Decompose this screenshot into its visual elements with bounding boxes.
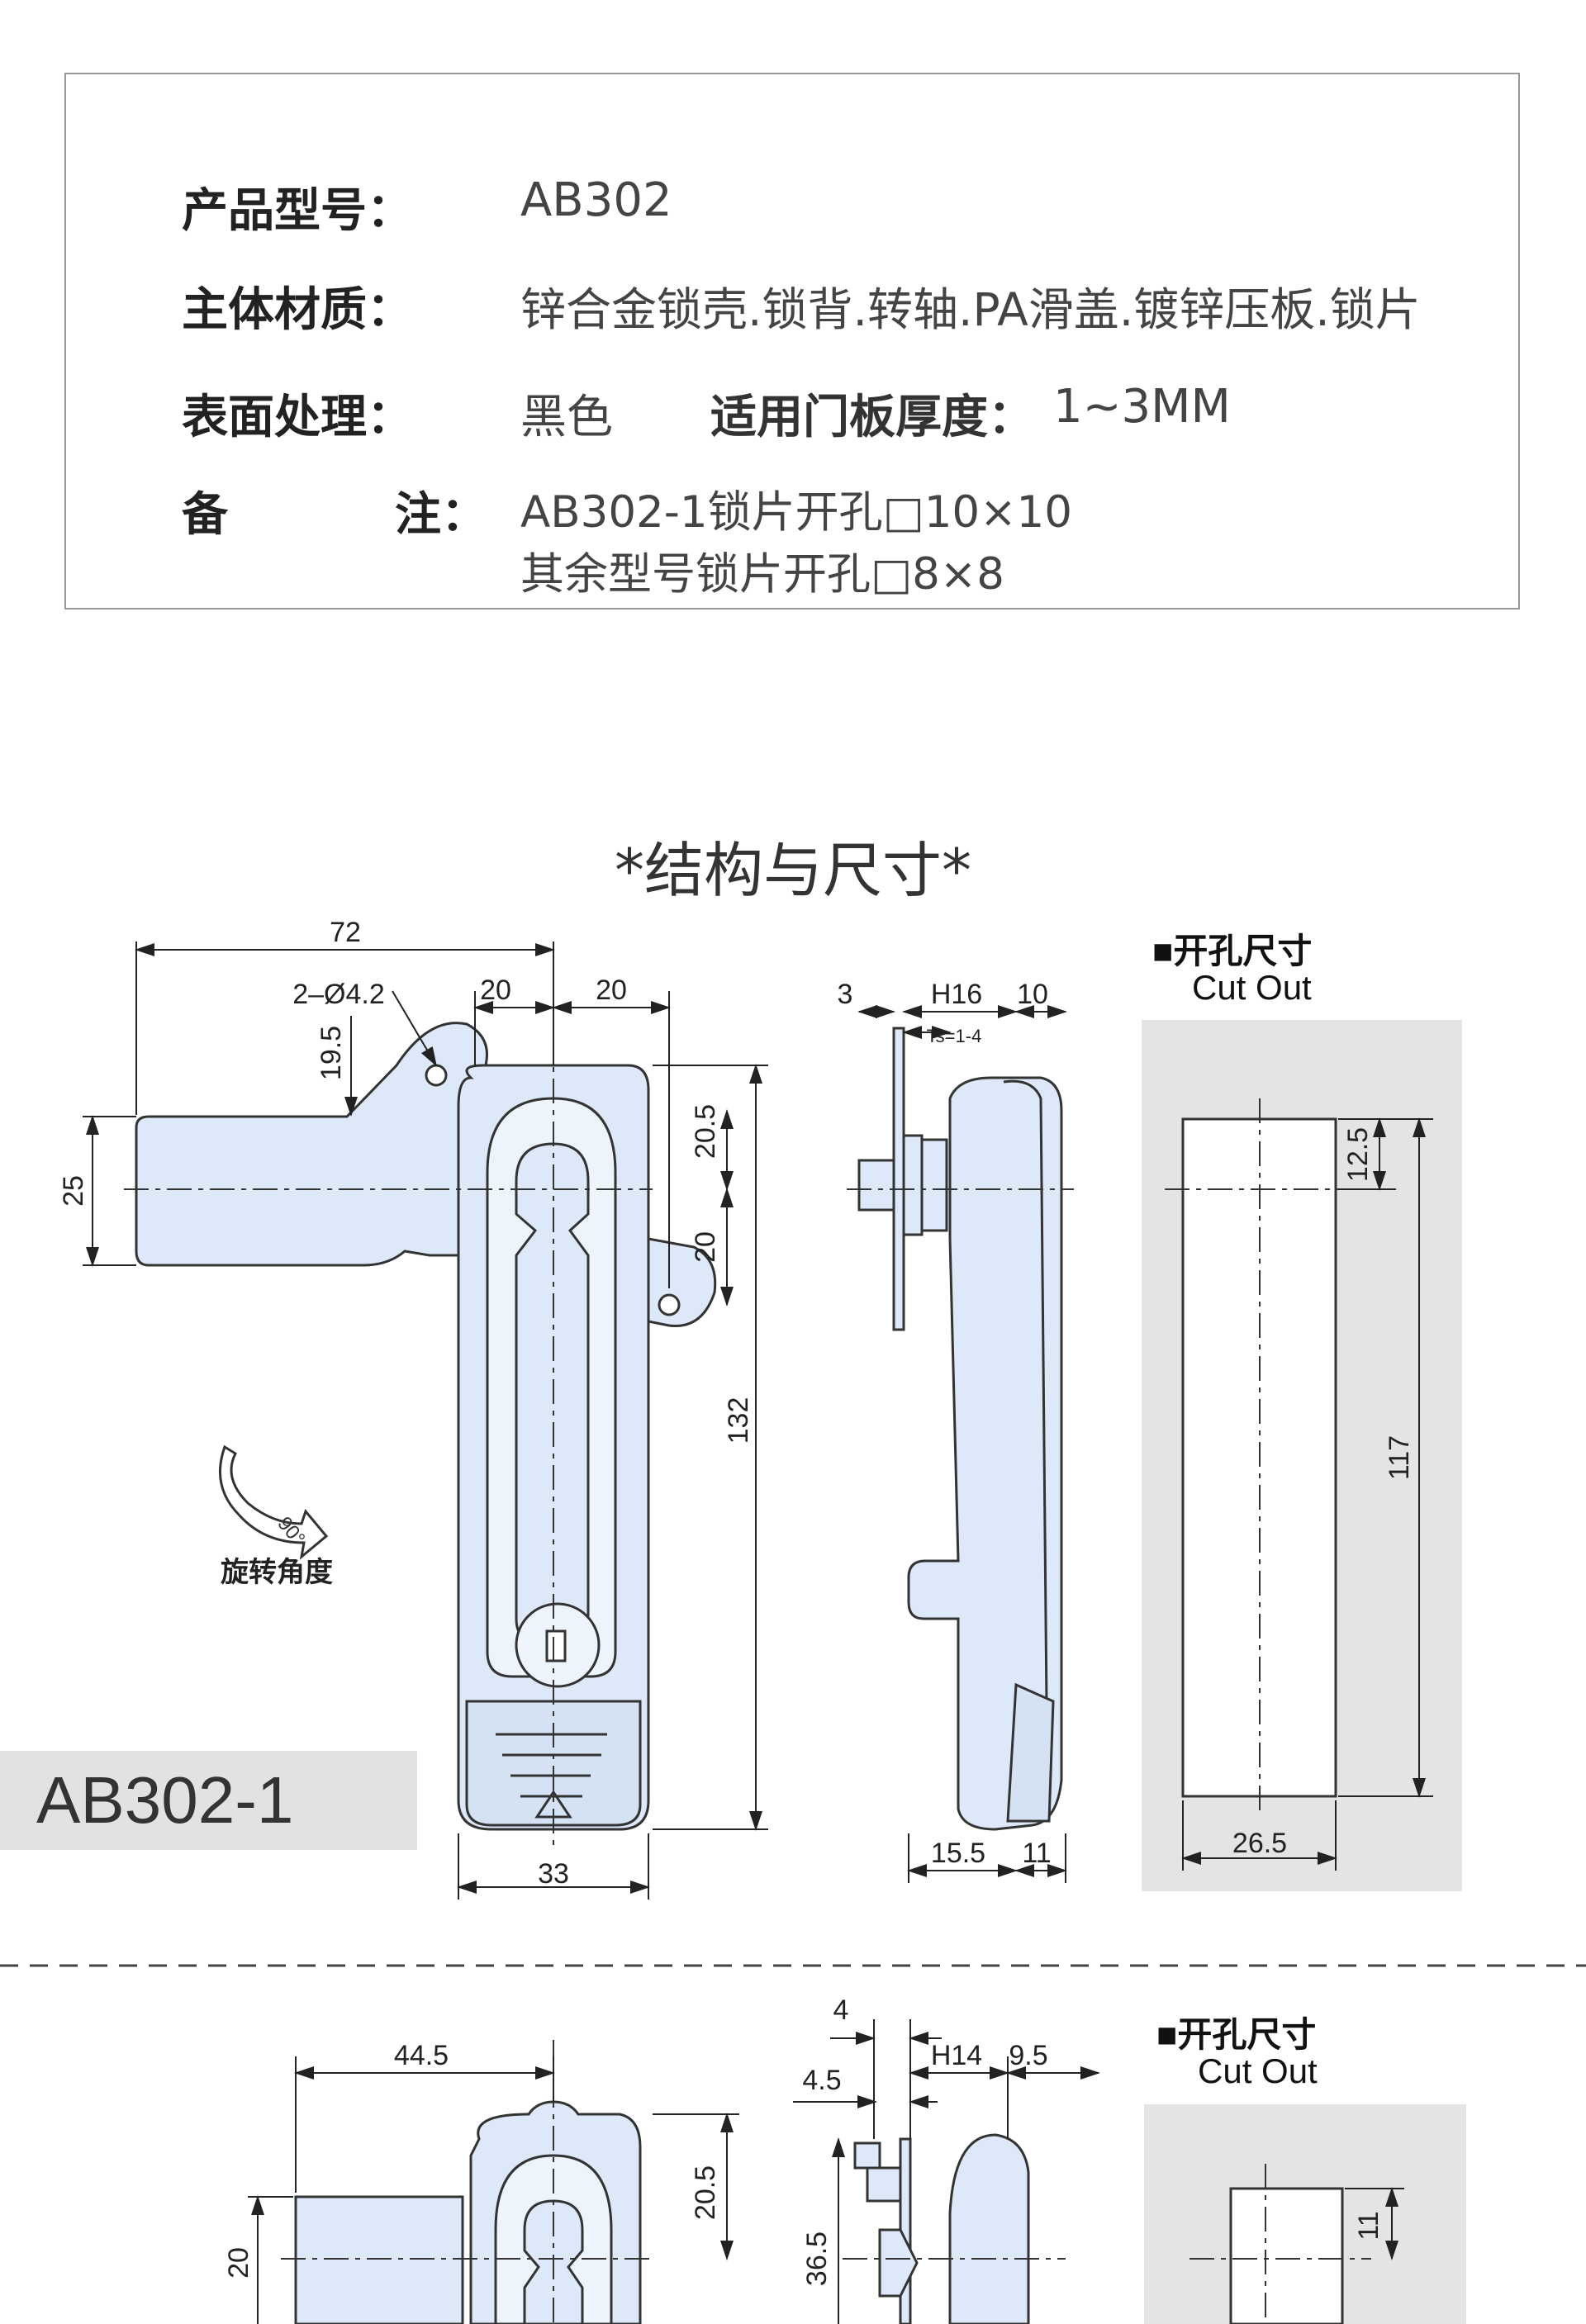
dim-label: 132 <box>723 1397 754 1444</box>
dim-label: H14 <box>931 2040 982 2071</box>
dim-label: Ts=1-4 <box>927 1026 982 1046</box>
cutout-hole-2 <box>1229 2187 1344 2324</box>
dim-label: 19.5 <box>316 1026 347 1080</box>
dim-label: 10 <box>1017 979 1048 1010</box>
dim-label: 15.5 <box>931 1838 985 1869</box>
dim-label: 9.5 <box>1009 2040 1047 2071</box>
dim-label: 25 <box>58 1175 89 1207</box>
rotation-icon <box>218 1444 329 1560</box>
spec-table <box>64 73 1520 609</box>
dim-label: 117 <box>1384 1435 1415 1480</box>
dim-label: 20 <box>223 2247 254 2279</box>
side-view-top <box>857 1027 1063 1831</box>
cutout-title-cn-2: ■开孔尺寸 <box>1156 2015 1317 2054</box>
spec-value: 锌合金锁壳.锁背.转轴.PA滑盖.镀锌压板.锁片 <box>520 283 1421 336</box>
spec-row-note: 备 注： AB302-1锁片开孔□10×10 其余型号锁片开孔□8×8 <box>182 477 1072 600</box>
front-view-top <box>135 1022 717 1831</box>
thickness-label: 适用门板厚度： <box>710 391 1034 444</box>
note-line-1: AB302-1锁片开孔□10×10 <box>520 487 1072 538</box>
dim-label: 44.5 <box>394 2040 449 2071</box>
spec-label: 表面处理： <box>182 391 413 444</box>
dim-label: 3 <box>838 979 853 1010</box>
dim-label: 20.5 <box>690 1104 721 1159</box>
thickness-value: 1~3MM <box>1053 380 1231 434</box>
dim-label: 11 <box>1353 2211 1384 2240</box>
dim-label: 36.5 <box>801 2232 833 2286</box>
dim-label: 26.5 <box>1232 1828 1287 1859</box>
side-view-bottom <box>853 2133 1030 2324</box>
spec-row-finish: 表面处理： 黑色 适用门板厚度： 1~3MM <box>182 380 1231 447</box>
dim-label: 33 <box>538 1858 569 1890</box>
section-title: *结构与尺寸* <box>614 836 971 905</box>
dim-label: 20 <box>596 975 627 1006</box>
spec-value: AB302 <box>520 173 672 227</box>
spec-label: 备 <box>182 488 228 542</box>
spec-label: 主体材质： <box>182 283 413 337</box>
dim-label: 4.5 <box>802 2065 841 2096</box>
model-badge: AB302-1 <box>0 1751 417 1850</box>
dim-label: 20 <box>690 1231 721 1263</box>
spec-value: 黑色 <box>520 391 613 444</box>
rotation-label: 旋转角度 <box>221 1557 333 1588</box>
spec-row-material: 主体材质： 锌合金锁壳.锁背.转轴.PA滑盖.镀锌压板.锁片 <box>182 273 1421 339</box>
note-line-2: 其余型号锁片开孔□8×8 <box>520 549 1004 600</box>
spec-label: 注： <box>395 488 487 542</box>
cutout-title-en: Cut Out <box>1192 968 1312 1007</box>
spec-row-model: 产品型号： AB302 <box>182 173 672 240</box>
cutout-title-cn: ■开孔尺寸 <box>1152 932 1313 970</box>
dim-label: 4 <box>833 1994 849 2026</box>
model-badge-text: AB302-1 <box>36 1763 294 1837</box>
dim-label: H16 <box>931 979 982 1010</box>
dim-label: 12.5 <box>1342 1127 1374 1182</box>
cutout-title-en-2: Cut Out <box>1198 2051 1318 2090</box>
dim-label: 72 <box>330 917 361 948</box>
front-view-bottom <box>294 2100 642 2324</box>
dim-label: 20 <box>480 975 511 1006</box>
spec-label: 产品型号： <box>182 184 413 238</box>
dim-label: 2–Ø4.2 <box>292 979 385 1010</box>
dim-label: 20.5 <box>690 2165 721 2220</box>
dim-label: 11 <box>1022 1838 1051 1869</box>
